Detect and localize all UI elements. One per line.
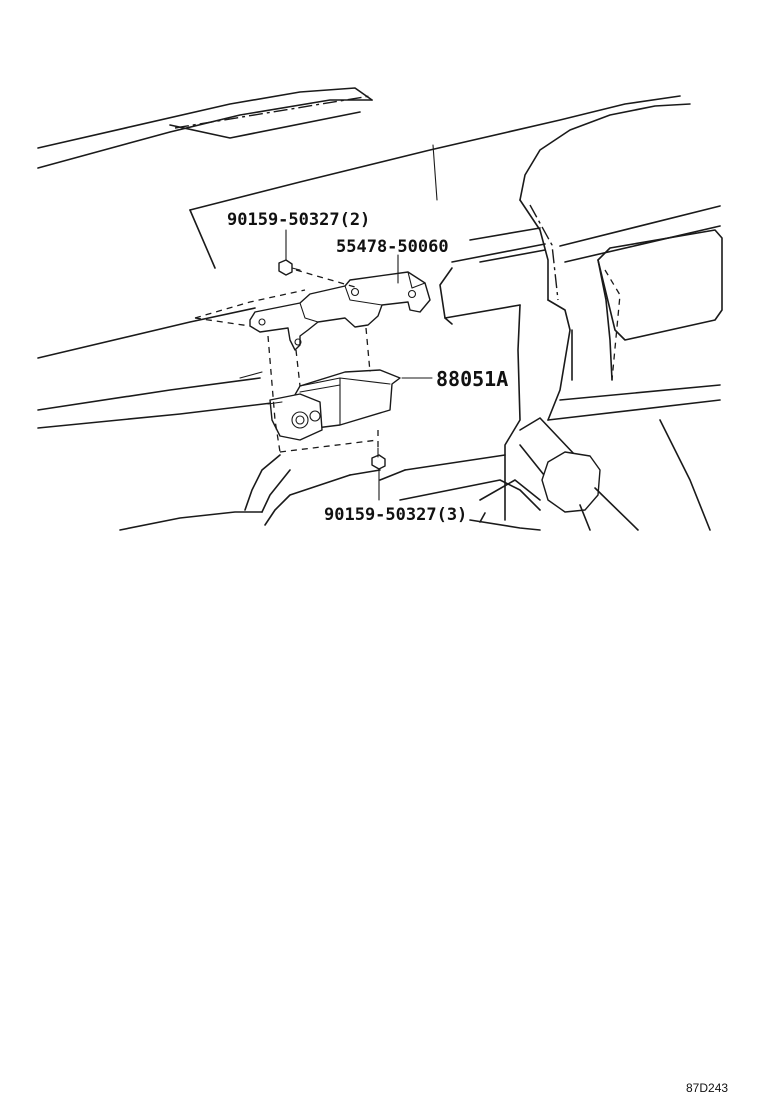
callout-module: 88051A (436, 367, 508, 391)
bolt-bottom-icon (371, 447, 386, 470)
callout-bolt-top: 90159-50327(2) (227, 210, 370, 230)
leader-lines (285, 229, 433, 501)
callout-bracket: 55478-50060 (336, 237, 449, 257)
callout-bolt-bottom: 90159-50327(3) (324, 505, 467, 525)
bolt-top-icon (278, 259, 301, 276)
figure-code: 87D243 (686, 1081, 728, 1095)
vehicle-interior-outline (37, 87, 723, 531)
module-part (267, 369, 401, 441)
assembly-guides (194, 269, 379, 453)
bracket-part (249, 271, 431, 351)
